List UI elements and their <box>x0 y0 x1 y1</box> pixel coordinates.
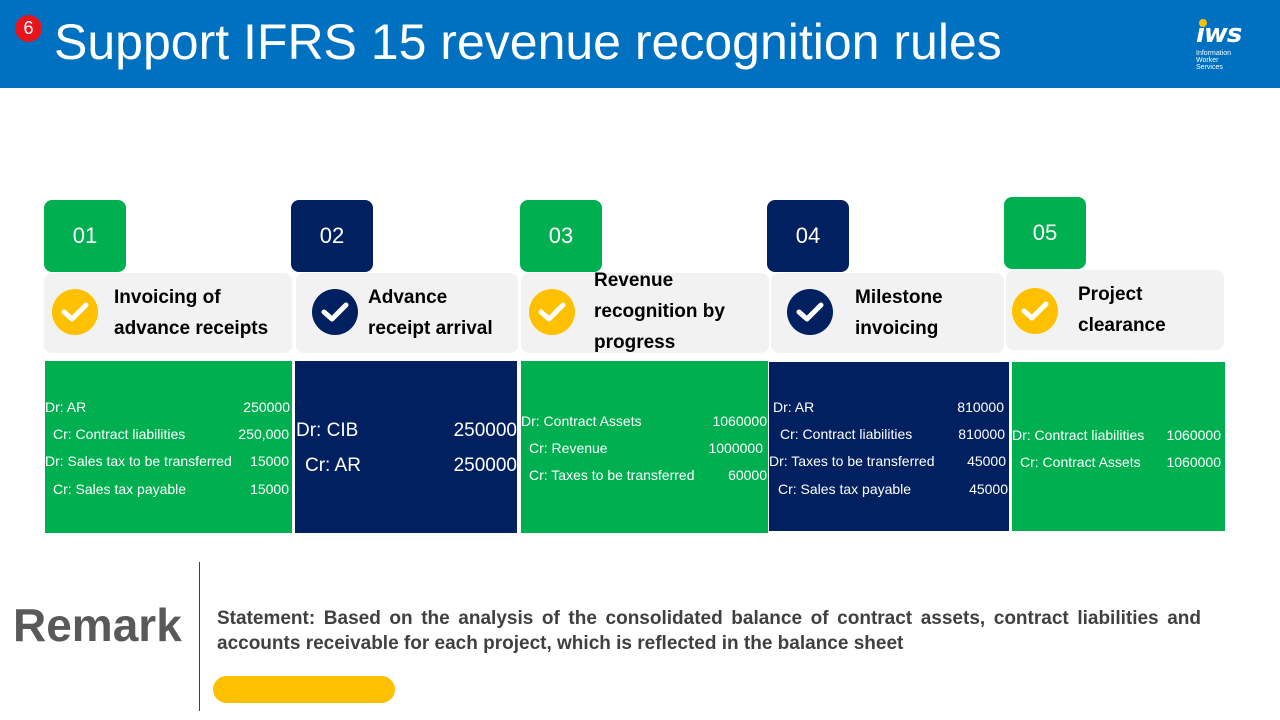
step-label-line: Invoicing of <box>114 287 221 308</box>
entry-account: Dr: Contract Assets <box>521 413 642 429</box>
entry-amount: 1060000 <box>1166 454 1221 470</box>
page-title: Support IFRS 15 revenue recognition rule… <box>54 14 1002 70</box>
entry-account: Dr: Contract liabilities <box>1012 427 1145 443</box>
entry-account: Dr: CIB <box>296 420 359 441</box>
entry-amount: 250000 <box>243 399 290 415</box>
step-number-04: 04 <box>767 200 849 272</box>
entry-amount: 60000 <box>728 467 767 483</box>
entry-amount: 15000 <box>250 481 289 497</box>
step-label-line: invoicing <box>855 318 939 339</box>
step-label-line: Advance <box>368 287 448 308</box>
entry-amount: 250000 <box>453 455 517 476</box>
step-label-line: recognition by <box>594 300 725 322</box>
entry-account: Cr: Sales tax payable <box>53 481 187 497</box>
entry-account: Cr: Contract liabilities <box>53 426 186 442</box>
entry-amount: 1000000 <box>708 440 763 456</box>
entry-account: Cr: Sales tax payable <box>778 481 912 497</box>
entry-amount: 250000 <box>453 420 517 441</box>
entry-amount: 810000 <box>957 399 1004 415</box>
entry-account: Cr: Revenue <box>529 440 608 456</box>
slide-number-badge: 6 <box>15 15 42 42</box>
step-label-03: Revenue recognition by progress <box>521 270 769 353</box>
step-label-05: Project clearance <box>1006 270 1224 350</box>
entry-account: Cr: Contract Assets <box>1020 454 1141 470</box>
iws-logo: iws Information Worker Services <box>1196 19 1258 80</box>
step-label-line: Revenue <box>594 269 674 291</box>
journal-entry-01: Dr: AR 250000 Cr: Contract liabilities 250… <box>45 361 292 533</box>
entry-amount: 1060000 <box>1166 427 1221 443</box>
step-label-line: clearance <box>1078 315 1166 336</box>
entry-account: Dr: Sales tax to be transferred <box>45 453 232 469</box>
journal-entry-05: Dr: Contract liabilities 1060000 Cr: Cont… <box>1012 362 1225 531</box>
entry-account: Cr: AR <box>305 455 361 476</box>
entry-amount: 1060000 <box>712 413 767 429</box>
entry-account: Dr: AR <box>773 399 815 415</box>
step-number-01: 01 <box>44 200 126 272</box>
step-number-03: 03 <box>520 200 602 272</box>
journal-entry-04: Dr: AR 810000 Cr: Contract liabilities 810… <box>769 362 1009 531</box>
step-label-line: Project <box>1078 284 1143 305</box>
logo-sub-line: Information <box>1196 50 1232 57</box>
check-icon <box>787 289 833 335</box>
step-label-line: receipt arrival <box>368 318 493 339</box>
check-icon <box>1012 288 1058 334</box>
step-label-04: Milestone invoicing <box>771 273 1004 353</box>
remark-heading: Remark <box>13 599 182 651</box>
entry-amount: 250,000 <box>238 426 289 442</box>
entry-amount: 15000 <box>250 453 289 469</box>
entry-account: Cr: Taxes to be transferred <box>529 467 695 483</box>
step-label-02: Advance receipt arrival <box>296 273 518 353</box>
check-icon <box>529 289 575 335</box>
remark-statement: Statement: Based on the analysis of the … <box>217 608 1201 654</box>
entry-amount: 810000 <box>958 426 1005 442</box>
entry-account: Cr: Contract liabilities <box>780 426 913 442</box>
decorative-pill <box>213 676 395 703</box>
step-label-line: Milestone <box>855 287 943 308</box>
check-icon <box>312 289 358 335</box>
logo-sub-line: Worker <box>1196 57 1219 64</box>
entry-amount: 45000 <box>969 481 1008 497</box>
logo-sub-line: Services <box>1196 64 1223 71</box>
entry-amount: 45000 <box>967 453 1006 469</box>
logo-dot-icon <box>1199 19 1207 27</box>
step-label-01: Invoicing of advance receipts <box>44 273 292 353</box>
entry-account: Dr: AR <box>45 399 87 415</box>
step-number-02: 02 <box>291 200 373 272</box>
journal-entry-02: Dr: CIB 250000 Cr: AR 250000 <box>295 361 517 533</box>
step-number-05: 05 <box>1004 197 1086 269</box>
step-label-line: advance receipts <box>114 318 269 339</box>
header-bar: 6 Support IFRS 15 revenue recognition ru… <box>0 0 1280 88</box>
entry-account: Dr: Taxes to be transferred <box>769 453 935 469</box>
step-label-line: progress <box>594 331 676 353</box>
journal-entry-03: Dr: Contract Assets 1060000 Cr: Revenue 10… <box>521 361 768 533</box>
divider-line <box>199 562 200 711</box>
check-icon <box>52 289 98 335</box>
